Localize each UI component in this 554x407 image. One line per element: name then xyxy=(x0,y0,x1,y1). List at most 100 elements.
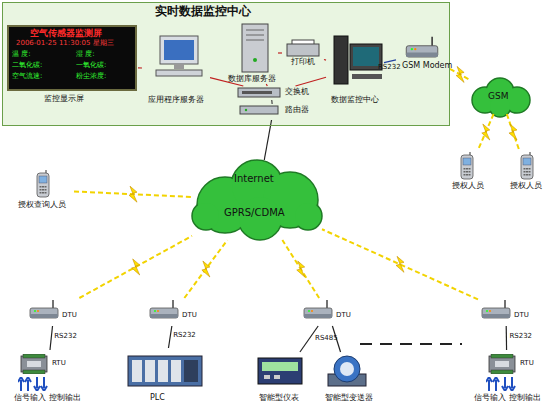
wireless-link xyxy=(184,240,227,298)
link-line xyxy=(271,100,273,104)
database-server-icon xyxy=(242,24,268,72)
lightning-bolt xyxy=(482,124,490,140)
center-fill xyxy=(2,2,450,126)
link-line xyxy=(184,240,227,298)
rtu-device: RTU信号输入 控制输出 xyxy=(468,350,546,406)
internet-cloud xyxy=(192,160,322,240)
cable-link xyxy=(50,326,53,350)
router-icon xyxy=(240,106,278,114)
gsm-cloud xyxy=(472,78,530,117)
server-slot xyxy=(246,40,264,41)
dtu-symbol xyxy=(482,300,510,318)
transmitter-face xyxy=(340,362,354,376)
monitor-display: 空气传感器监测屏2006-01-25 11:30:05 星期三温 度:湿 度:二… xyxy=(6,24,138,108)
phone-symbol xyxy=(37,170,49,197)
cable-link xyxy=(266,84,267,86)
meter-icon xyxy=(258,358,302,384)
gsm-modem-icon xyxy=(406,37,438,57)
modem-symbol xyxy=(406,37,438,57)
rtu-icons xyxy=(18,354,515,391)
link-line xyxy=(322,229,478,299)
node-text: 授权人员 xyxy=(452,182,484,190)
database-server: 数据库服务器 xyxy=(222,22,278,84)
continuation-dashes xyxy=(360,344,462,345)
router-body xyxy=(240,106,278,114)
node-text: 数据库服务器 xyxy=(228,75,276,83)
node-text: 二氧化碳: xyxy=(12,62,42,69)
pc-keyboard xyxy=(156,70,202,76)
cable-link xyxy=(384,60,396,63)
lightning-bolt xyxy=(129,186,137,202)
link-line xyxy=(384,60,396,63)
link-line xyxy=(478,114,494,150)
gsm-cloud xyxy=(473,79,529,116)
node-text: GSM Modem xyxy=(402,62,452,70)
link-line xyxy=(74,191,192,197)
node-text: 智能型变送器 xyxy=(325,394,373,402)
link-line xyxy=(282,240,319,298)
switch-body xyxy=(238,88,280,97)
meter-key xyxy=(274,375,280,379)
network-switch: 交换机 xyxy=(230,86,312,100)
monitoring-center-icon xyxy=(334,36,382,84)
node-text: 湿 度: xyxy=(76,51,95,58)
wireless-link xyxy=(507,114,519,150)
node-text: 2006-01-25 11:30:05 星期三 xyxy=(16,40,114,47)
cable-link xyxy=(264,120,271,160)
cloud-puff xyxy=(231,160,283,212)
node-text: DTU xyxy=(182,312,197,319)
link-line xyxy=(507,114,519,150)
meter-key xyxy=(264,375,270,379)
lightning-bolt xyxy=(202,261,210,277)
node-text: PLC xyxy=(150,394,165,402)
printer-paper xyxy=(292,40,314,45)
pc-keyboard xyxy=(352,74,382,79)
lightning-bolt xyxy=(132,259,140,275)
dtu-icons xyxy=(30,300,510,318)
plc-rack xyxy=(128,356,202,386)
cloud-fill xyxy=(505,88,529,112)
plc-module xyxy=(171,360,181,382)
port-label: RS232 xyxy=(54,333,77,340)
io-arrows xyxy=(18,377,47,391)
server-slot xyxy=(246,35,264,36)
node-text: 路由器 xyxy=(285,106,309,114)
cloud-fill xyxy=(239,197,281,239)
server-tower xyxy=(242,24,268,72)
phone-symbol xyxy=(521,152,533,179)
port-label: RS232 xyxy=(173,332,196,339)
node-text: 一氧化碳: xyxy=(76,62,106,69)
switch-icon xyxy=(238,88,280,97)
screen-frame xyxy=(8,26,136,90)
lightning-bolt xyxy=(509,124,517,140)
application-server: 应用程序服务器 xyxy=(142,30,210,108)
pc-monitor xyxy=(350,44,382,70)
link-line xyxy=(50,326,53,350)
cloud-fill xyxy=(295,203,321,229)
router: 路由器 xyxy=(234,104,312,120)
internet-cloud xyxy=(192,160,322,240)
plc-module xyxy=(184,360,198,382)
pc-screen xyxy=(353,47,379,66)
dtu-device: DTU xyxy=(26,298,82,326)
node-text: 空气传感器监测屏 xyxy=(30,29,102,38)
link-line xyxy=(168,326,171,348)
dtu-symbol xyxy=(30,300,58,318)
smart-meter: 智能型仪表 xyxy=(250,352,312,406)
mobile-user: 授权人员 xyxy=(506,150,548,196)
cloud-fill xyxy=(193,203,219,229)
mobile-user: 授权人员 xyxy=(448,150,488,196)
rtu-device: RTU信号输入 控制输出 xyxy=(10,350,84,406)
phone-symbol xyxy=(461,152,473,179)
node-text: GSM xyxy=(488,92,508,101)
wireless-link xyxy=(322,229,478,299)
dtu-symbol xyxy=(304,300,332,318)
server-light xyxy=(253,58,257,62)
link-line xyxy=(264,120,271,160)
wireless-link xyxy=(450,66,470,82)
io-arrows xyxy=(486,377,515,391)
cloud-puff xyxy=(294,202,322,230)
wireless-link xyxy=(79,236,192,298)
printer-body xyxy=(287,44,319,56)
